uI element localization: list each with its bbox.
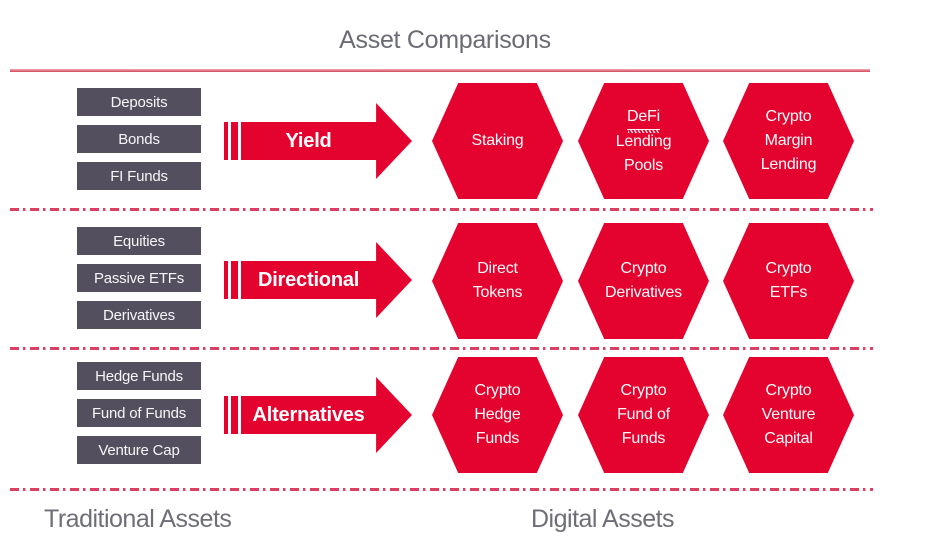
- box-label: Fund of Funds: [91, 404, 187, 422]
- hex-label-line: Hedge: [474, 406, 521, 423]
- arrow-stripe: [224, 261, 228, 299]
- category-arrow-yield: Yield: [224, 103, 412, 179]
- arrow-stripe: [224, 396, 228, 434]
- digital-asset-hexagon: Crypto Venture Capital: [723, 357, 854, 473]
- traditional-asset-box: Equities: [77, 227, 201, 255]
- traditional-asset-box: Passive ETFs: [77, 264, 201, 292]
- hex-label-line: Crypto: [620, 382, 667, 399]
- arrow-body: Yield: [241, 103, 412, 179]
- row-divider: [10, 208, 873, 211]
- traditional-asset-box: FI Funds: [77, 162, 201, 190]
- arrow-stripe: [231, 261, 238, 299]
- hex-label-line: Funds: [621, 430, 666, 447]
- hex-label-line: ETFs: [769, 284, 808, 301]
- arrow-stripe: [224, 122, 228, 160]
- hex-label-line: Capital: [764, 430, 813, 447]
- box-label: Derivatives: [103, 306, 175, 324]
- hex-label-line: Tokens: [472, 284, 523, 301]
- hex-label-line: Derivatives: [605, 284, 682, 301]
- title-underline-rule: [10, 69, 870, 72]
- arrow-stripe: [231, 396, 238, 434]
- hex-label-line: DeFi: [627, 105, 660, 133]
- box-label: Bonds: [118, 130, 160, 148]
- digital-asset-hexagon: Crypto Fund of Funds: [578, 357, 709, 473]
- page-title: Asset Comparisons: [339, 26, 551, 54]
- hex-label-line: Crypto: [765, 382, 812, 399]
- box-label: Hedge Funds: [95, 367, 183, 385]
- hex-label-line: Funds: [475, 430, 520, 447]
- hex-label-line: Direct: [477, 260, 518, 277]
- hex-label-line: Pools: [623, 156, 664, 174]
- arrow-body: Directional: [241, 242, 412, 318]
- arrow-label: Directional: [257, 268, 360, 291]
- row-divider: [10, 488, 873, 491]
- hex-label-line: Margin: [764, 132, 813, 149]
- traditional-asset-box: Hedge Funds: [77, 362, 201, 390]
- arrow-label: Yield: [285, 129, 332, 152]
- traditional-asset-box: Bonds: [77, 125, 201, 153]
- hex-label-line: Crypto: [620, 260, 667, 277]
- digital-asset-hexagon: Crypto Hedge Funds: [432, 357, 563, 473]
- arrow-stripe: [231, 122, 238, 160]
- hex-label-line: Crypto: [765, 260, 812, 277]
- digital-assets-column-label: Digital Assets: [531, 505, 675, 533]
- hex-label-line: Staking: [471, 132, 524, 149]
- box-label: Deposits: [110, 93, 168, 111]
- hex-label-line: Lending: [615, 132, 672, 150]
- traditional-asset-box: Venture Cap: [77, 436, 201, 464]
- hex-label-line: Crypto: [765, 108, 812, 125]
- traditional-assets-column-label: Traditional Assets: [44, 505, 232, 533]
- hex-label-line: Venture: [761, 406, 816, 423]
- traditional-asset-box: Derivatives: [77, 301, 201, 329]
- digital-asset-hexagon: Crypto ETFs: [723, 223, 854, 339]
- box-label: FI Funds: [110, 167, 168, 185]
- category-arrow-alternatives: Alternatives: [224, 377, 412, 453]
- hex-label-line: Crypto: [474, 382, 521, 399]
- box-label: Equities: [113, 232, 165, 250]
- digital-asset-hexagon: DeFi Lending Pools: [578, 83, 709, 199]
- digital-asset-hexagon: Crypto Margin Lending: [723, 83, 854, 199]
- hex-label-line: Lending: [760, 156, 817, 173]
- arrow-label: Alternatives: [252, 403, 365, 426]
- box-label: Venture Cap: [98, 441, 180, 459]
- digital-asset-hexagon: Crypto Derivatives: [578, 223, 709, 339]
- digital-asset-hexagon: Staking: [432, 83, 563, 199]
- traditional-asset-box: Deposits: [77, 88, 201, 116]
- traditional-asset-box: Fund of Funds: [77, 399, 201, 427]
- hex-label-line: Fund of: [617, 406, 670, 423]
- arrow-body: Alternatives: [241, 377, 412, 453]
- category-arrow-directional: Directional: [224, 242, 412, 318]
- digital-asset-hexagon: Direct Tokens: [432, 223, 563, 339]
- row-divider: [10, 347, 873, 350]
- box-label: Passive ETFs: [93, 269, 185, 287]
